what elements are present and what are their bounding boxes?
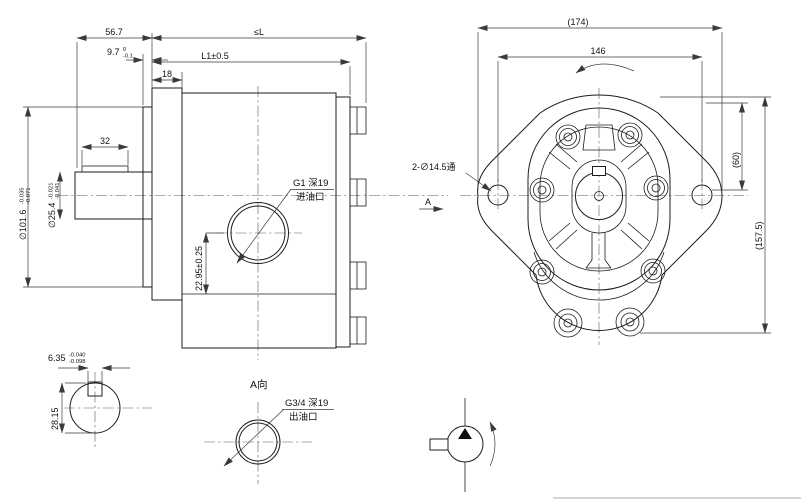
dim-25-4-text: ∅25.4 (47, 203, 57, 228)
pump-body (181, 92, 337, 349)
screw (529, 177, 555, 203)
dim-28-15: 28.15 (50, 382, 92, 434)
dim-9-7-text: 9.7 (107, 47, 120, 57)
dim-18: 18 (151, 69, 183, 88)
inlet-port-circle-outer (227, 202, 289, 264)
gear-bore-outline (571, 159, 627, 234)
pump-rotation-symbol (429, 398, 497, 492)
outlet-note: G3/4 深19 出油口 (223, 398, 334, 467)
dim-32-text: 32 (100, 136, 110, 146)
inlet-note-line2: 进油口 (296, 191, 325, 203)
front-cover-outline (527, 107, 671, 291)
dim-146: 146 (497, 46, 703, 182)
keyway-slot (592, 166, 606, 176)
dim-25-4-tol-bot: -0.041 (55, 183, 61, 199)
dim-6-35-tol-bot: -0.098 (69, 359, 85, 365)
shaft-section-circle (69, 382, 121, 434)
body-bottom-edge (533, 251, 665, 301)
view-a-arrow: A (419, 197, 444, 212)
front-cover-inner-ring (539, 126, 659, 272)
screw (553, 308, 583, 338)
dim-9-7: 9.7 0 -0.1 (107, 47, 168, 105)
rotation-arrow (575, 63, 635, 74)
a-view-label: A向 (250, 378, 268, 391)
shaft-center-hole (594, 191, 604, 201)
cover-bolt-3 (349, 261, 367, 290)
a-port-view: A向 G3/4 深19 出油口 (204, 378, 334, 484)
dim-32: 32 (81, 136, 129, 165)
screw (615, 307, 645, 337)
cover-web-ribs (548, 124, 650, 269)
dim-22-95-text: 22.95±0.25 (194, 246, 204, 291)
mounting-holes-note: 2-∅14.5通 (412, 162, 492, 192)
dim-6-35: 6.35 -0.040 -0.098 (48, 353, 130, 381)
dim-157-5-text: (157.5) (754, 221, 764, 250)
symbol-rotation-arc (489, 421, 497, 467)
dim-9-7-tol-bot: -0.1 (123, 54, 133, 60)
inlet-port-circle (230, 205, 286, 261)
shaft-key-section-view: 6.35 -0.040 -0.098 28.15 (48, 353, 152, 448)
screw (617, 122, 643, 148)
outlet-note-line2: 出油口 (289, 411, 318, 423)
mounting-holes-note-text: 2-∅14.5通 (412, 162, 456, 172)
rear-cover (335, 96, 351, 348)
outlet-note-line1: G3/4 深19 (285, 398, 328, 409)
dim-101-6-text: ∅101.6 (18, 210, 28, 240)
dim-25-4: ∅25.4 -0.021 -0.041 (47, 171, 63, 228)
shaft-key (81, 165, 129, 173)
screw (555, 124, 581, 150)
cover-bolt-1 (349, 106, 367, 135)
dim-101-6: ∅101.6 -0.035 -0.071 (18, 106, 143, 288)
flange-outline (477, 94, 723, 332)
dim-L1: L1±0.5 (151, 51, 351, 95)
dim-174: (174) (477, 17, 723, 190)
cover-bolt-4 (349, 316, 367, 345)
symbol-shaft-stub (429, 438, 449, 451)
dim-101-6-tol-top: -0.035 (20, 188, 26, 204)
outlet-port-circle-outer (235, 419, 281, 465)
mounting-flange (151, 87, 183, 301)
dim-L: ≤L (151, 27, 367, 103)
rear-view: (174) 146 (60) (157.5) (412, 17, 771, 345)
screw (529, 259, 555, 285)
dim-146-text: 146 (590, 46, 605, 56)
key-section-rect (87, 381, 103, 397)
dim-L1-text: L1±0.5 (201, 51, 228, 61)
dim-56-7-text: 56.7 (105, 27, 123, 37)
dim-28-15-text: 28.15 (50, 407, 60, 430)
dim-L-text: ≤L (254, 27, 264, 37)
dim-157-5: (157.5) (640, 96, 771, 334)
inlet-note: G1 深19 进油口 (236, 178, 334, 264)
flow-direction-triangle (458, 428, 472, 439)
dim-25-4-tol-top: -0.021 (49, 183, 55, 199)
dim-60: (60) (706, 102, 748, 191)
dim-18-text: 18 (162, 69, 172, 79)
outlet-port-circle (238, 422, 278, 462)
cover-bolt-2 (349, 178, 367, 207)
flange-spigot (142, 106, 153, 288)
dim-6-35-text: 6.35 (48, 353, 66, 363)
dim-6-35-tol-top: -0.040 (69, 353, 85, 359)
screw (643, 175, 669, 201)
cover-screws (529, 122, 669, 338)
front-view: G1 深19 进油口 56.7 ≤L 9.7 0 -0.1 (18, 27, 448, 360)
dim-60-text: (60) (731, 152, 741, 168)
dim-9-7-tol-top: 0 (123, 47, 126, 53)
dim-101-6-tol-bot: -0.071 (26, 188, 32, 204)
inlet-note-line1: G1 深19 (293, 178, 328, 189)
dim-22-95: 22.95±0.25 (194, 232, 224, 295)
screw (640, 258, 666, 284)
dim-174-text: (174) (567, 17, 588, 27)
view-a-label: A (425, 197, 431, 207)
